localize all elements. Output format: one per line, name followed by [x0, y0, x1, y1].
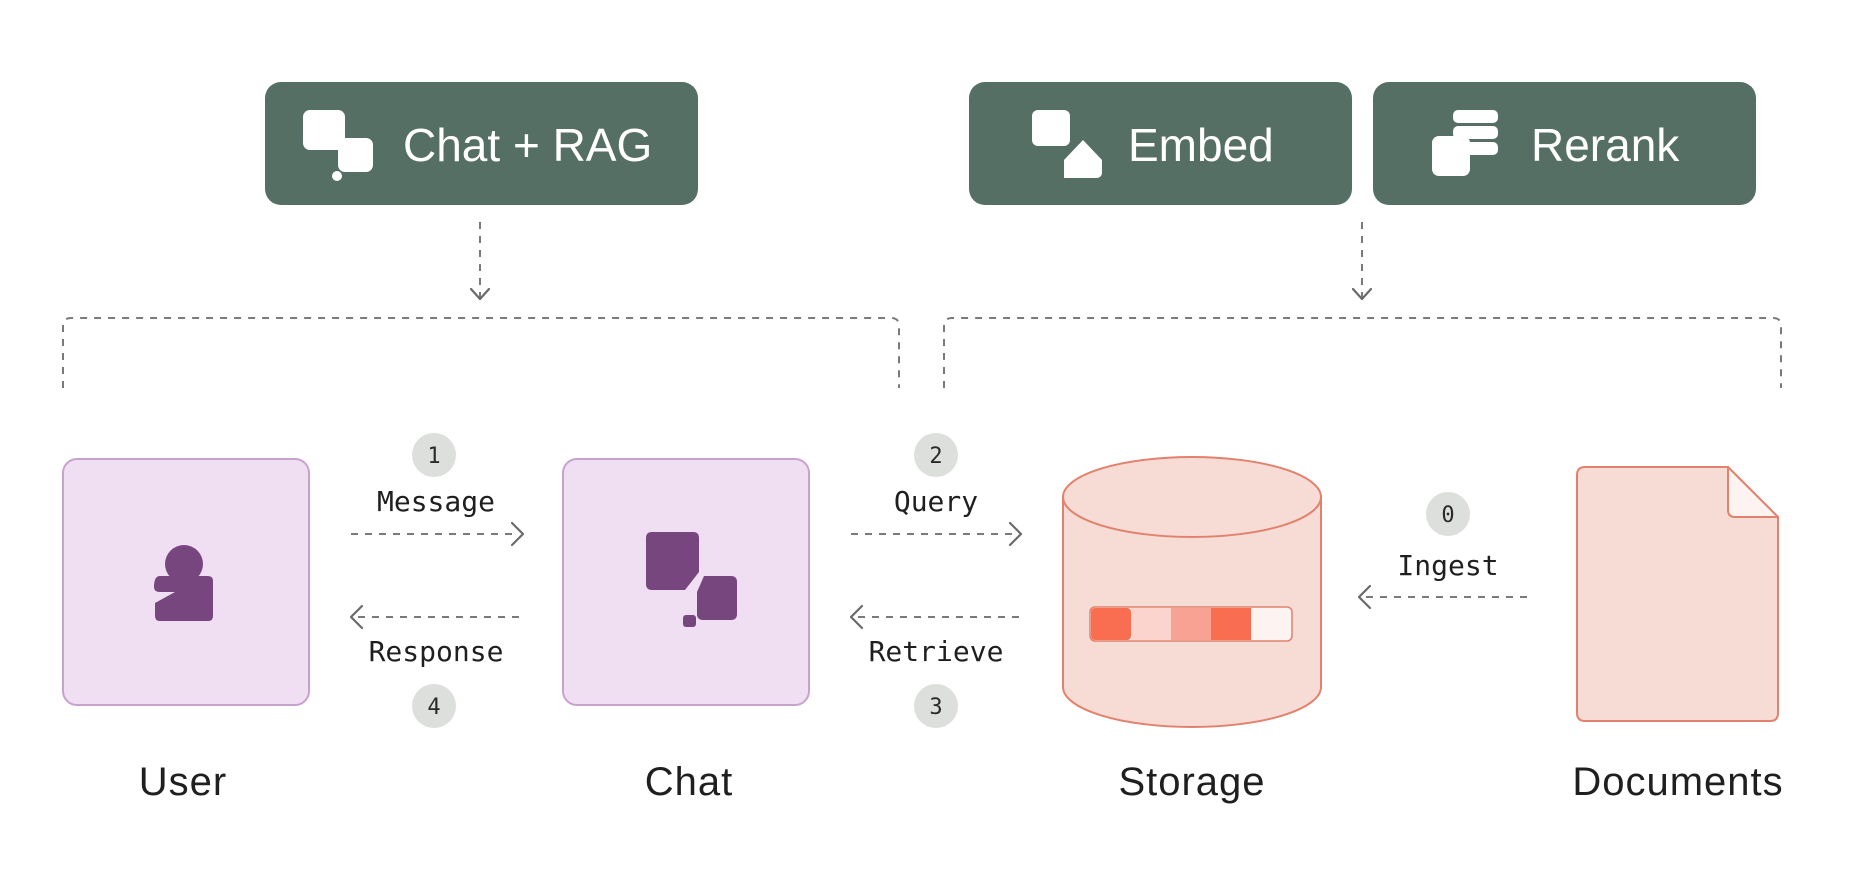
ingest-flow: 0 Ingest: [1357, 492, 1534, 610]
chat-bubbles-icon: [303, 110, 373, 181]
rerank-label: Rerank: [1531, 119, 1680, 171]
embed-pill: Embed: [969, 82, 1352, 205]
rerank-stack-icon: [1432, 110, 1498, 176]
retrieve-flow: Retrieve 3: [849, 604, 1023, 728]
query-label: Query: [894, 485, 978, 518]
query-flow: 2 Query: [851, 433, 1023, 547]
user-node: [62, 458, 310, 706]
response-flow: Response 4: [349, 604, 523, 728]
step-2-badge: 2: [929, 444, 942, 469]
left-scope-bracket: [62, 317, 900, 388]
embed-rerank-down-connector: [1351, 222, 1373, 301]
step-0-badge: 0: [1441, 503, 1454, 528]
rerank-pill: Rerank: [1373, 82, 1756, 205]
message-flow: 1 Message: [351, 433, 525, 547]
step-3-badge: 3: [929, 695, 942, 720]
user-label: User: [139, 760, 227, 804]
storage-label: Storage: [1118, 760, 1265, 804]
chat-rag-down-connector: [469, 222, 491, 301]
retrieve-label: Retrieve: [869, 635, 1004, 668]
message-label: Message: [377, 485, 495, 518]
chat-rag-label: Chat + RAG: [403, 119, 652, 171]
step-1-badge: 1: [427, 444, 440, 469]
vector-strip: [1089, 606, 1293, 642]
user-icon: [154, 545, 213, 621]
embed-label: Embed: [1128, 119, 1274, 171]
documents-label: Documents: [1572, 760, 1783, 804]
documents-node: [1576, 466, 1779, 722]
chat-node: [562, 458, 810, 706]
storage-node: [1062, 456, 1322, 728]
embed-icon: [1032, 110, 1102, 178]
chat-bubbles-icon: [646, 532, 737, 627]
chat-label: Chat: [645, 760, 734, 804]
right-scope-bracket: [943, 317, 1782, 388]
ingest-label: Ingest: [1397, 549, 1498, 582]
step-4-badge: 4: [427, 695, 440, 720]
chat-rag-pill: Chat + RAG: [265, 82, 698, 205]
response-label: Response: [369, 635, 504, 668]
